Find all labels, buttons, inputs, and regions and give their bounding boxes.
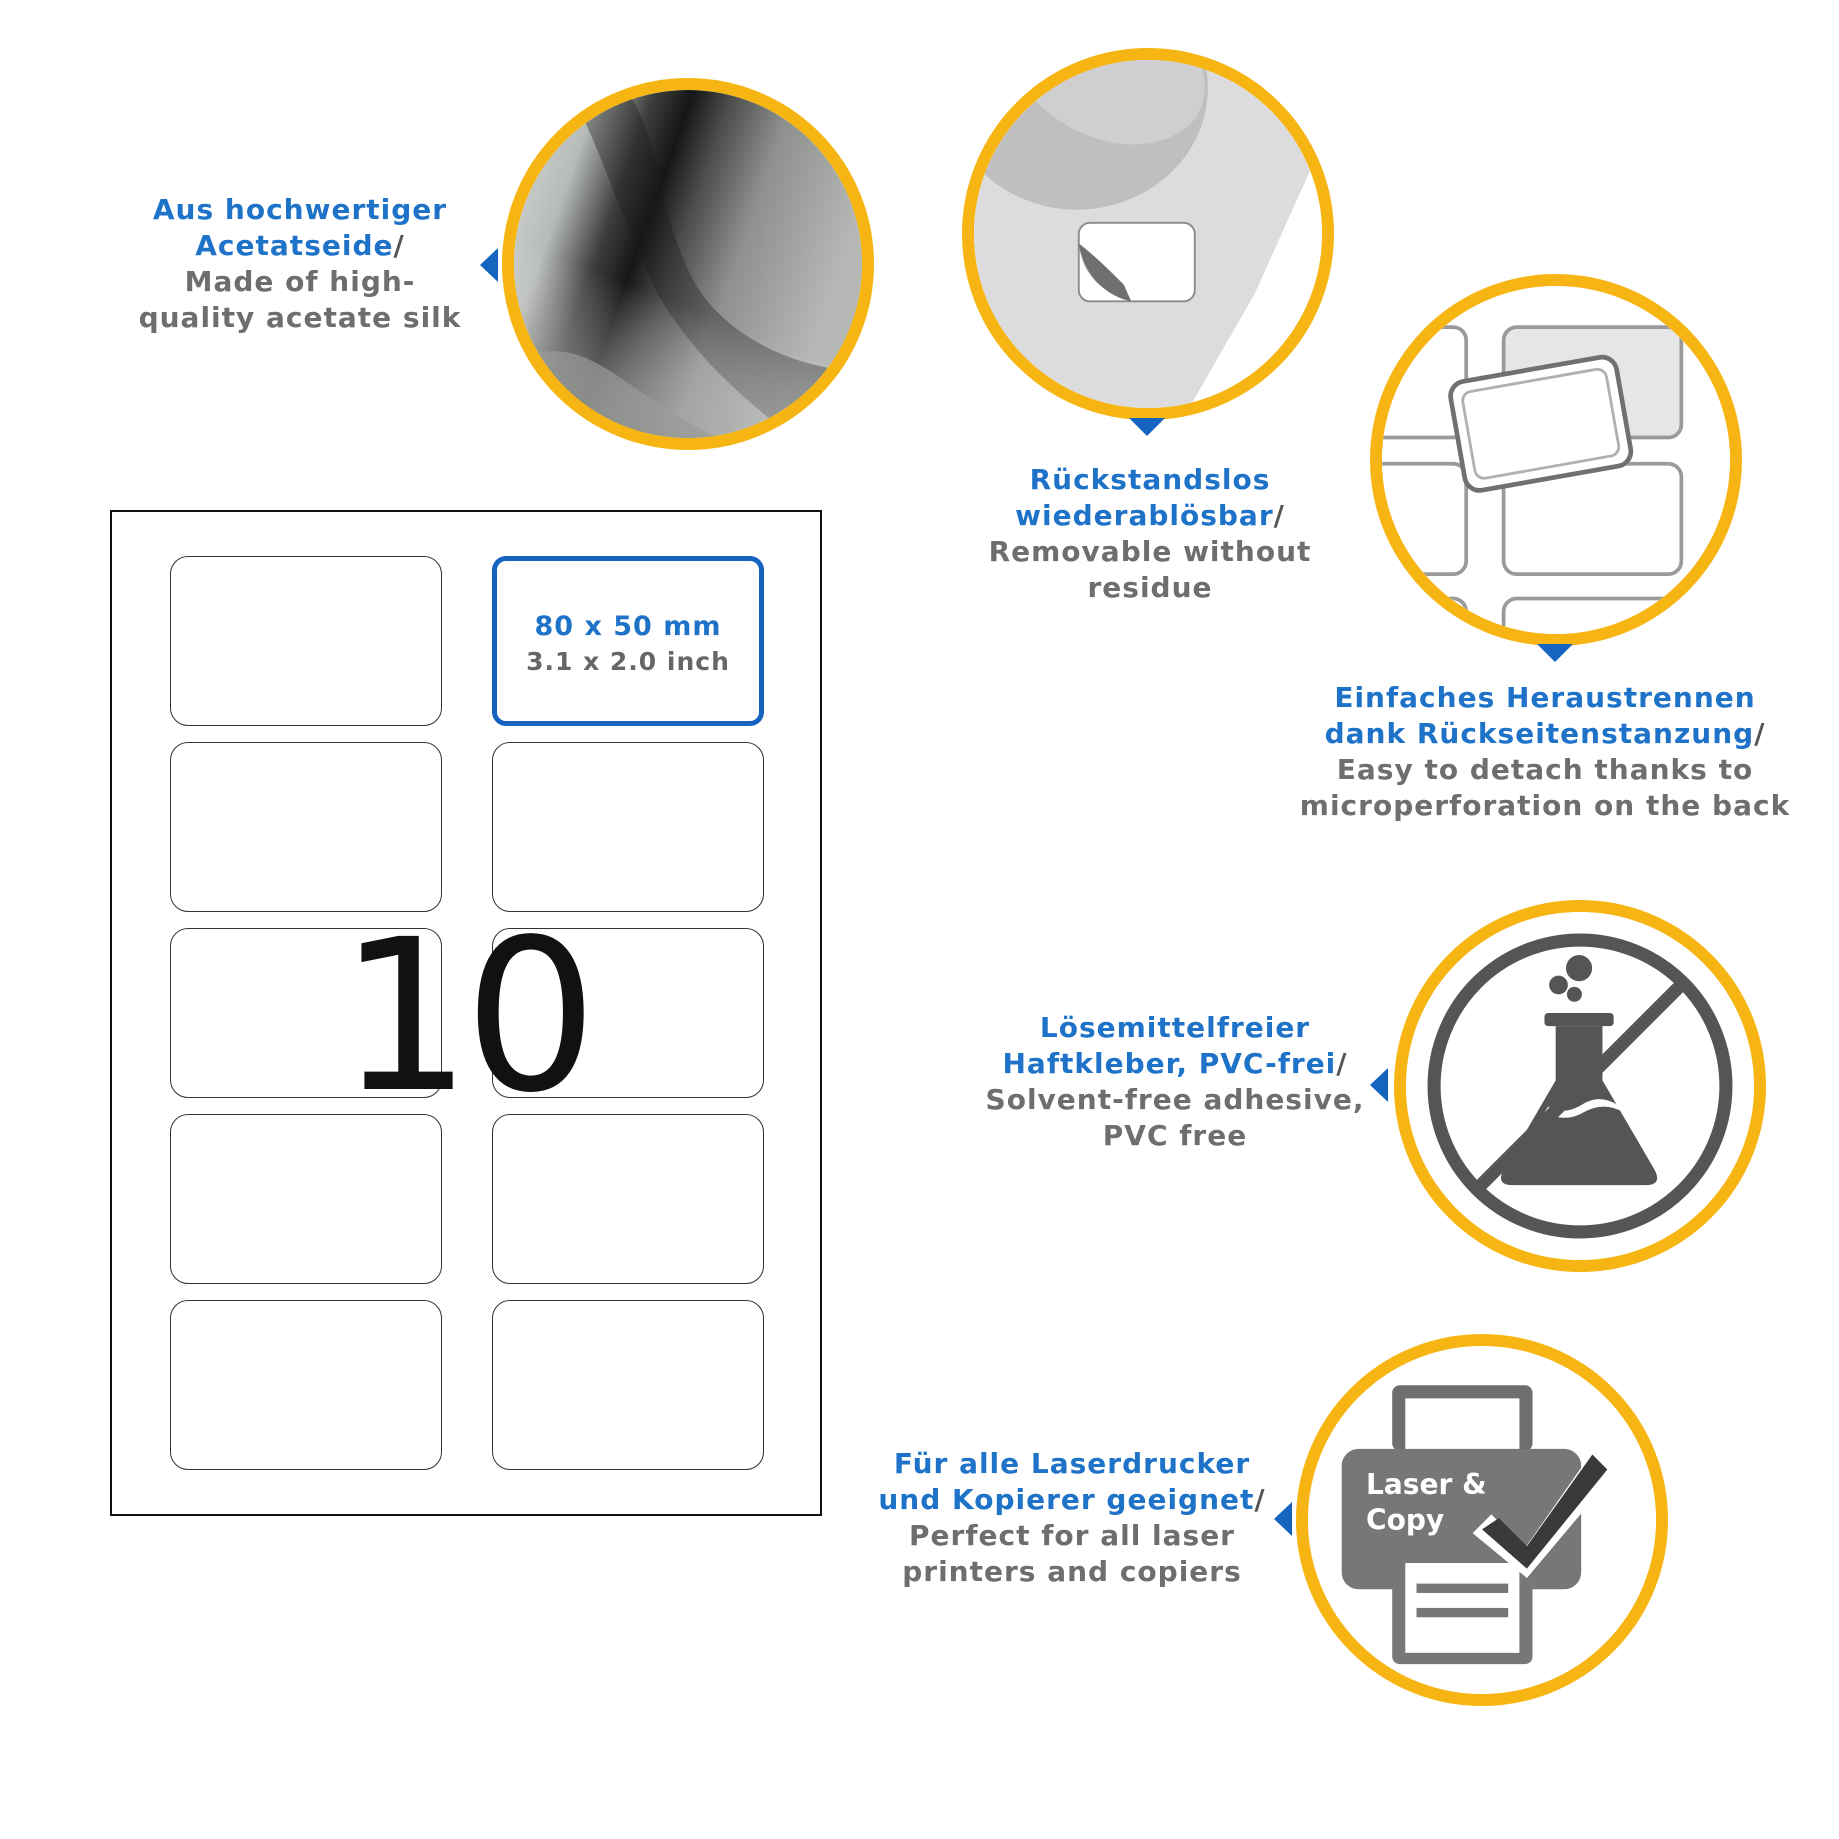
caption-en: Removable without residue [988, 535, 1312, 604]
label-cell [492, 1114, 764, 1284]
label-size-inch: 3.1 x 2.0 inch [526, 647, 730, 676]
feature-caption-silk: Aus hochwertiger Acetatseide/ Made of hi… [138, 193, 462, 334]
laser-printer-icon: Laser & Copy [1308, 1346, 1656, 1694]
label-cell [170, 556, 442, 726]
caption-en: Made of high-quality acetate silk [138, 265, 462, 334]
caption-de: Aus hochwertiger Acetatseide [152, 193, 448, 262]
no-chemicals-icon [1406, 912, 1754, 1260]
caption-de: Für alle Laserdrucker und Kopierer geeig… [878, 1447, 1255, 1516]
caption-de: Rückstandslos wiederablösbar [1015, 463, 1274, 532]
no-chemicals-circle [1394, 900, 1766, 1272]
tshirt-label-icon [974, 60, 1322, 408]
pointer-arrow [1274, 1502, 1292, 1536]
silk-fabric-icon [514, 90, 862, 438]
pointer-arrow [1537, 644, 1573, 662]
pointer-arrow [480, 248, 498, 282]
detached-label-icon [1448, 354, 1634, 493]
perforated-labels-icon [1382, 286, 1730, 634]
pointer-arrow [1370, 1068, 1388, 1102]
feature-caption-solvent-free: Lösemittelfreier Haftkleber, PVC-frei/ S… [985, 1011, 1365, 1152]
label-cell [170, 1300, 442, 1470]
label-cell [492, 1300, 764, 1470]
caption-en: Perfect for all laser printers and copie… [902, 1519, 1242, 1588]
label-cell-dimensions: 80 x 50 mm 3.1 x 2.0 inch [492, 556, 764, 726]
label-cell [170, 742, 442, 912]
feature-caption-perforation: Einfaches Heraustrennen dank Rückseitens… [1299, 681, 1791, 822]
caption-de: Lösemittelfreier Haftkleber, PVC-frei [1002, 1011, 1337, 1080]
caption-de: Einfaches Heraustrennen dank Rückseitens… [1324, 681, 1756, 750]
pointer-arrow [1129, 418, 1165, 436]
feature-caption-removable: Rückstandslos wiederablösbar/ Removable … [988, 463, 1312, 604]
perforated-labels-circle [1370, 274, 1742, 646]
silk-fabric-circle [502, 78, 874, 450]
feature-caption-laser: Für alle Laserdrucker und Kopierer geeig… [878, 1447, 1266, 1588]
printer-label-line1: Laser & [1366, 1468, 1487, 1501]
caption-en: Easy to detach thanks to microperforatio… [1299, 753, 1791, 822]
label-cell [492, 742, 764, 912]
caption-en: Solvent-free adhesive, PVC free [985, 1083, 1365, 1152]
peeling-label-icon [1077, 221, 1196, 303]
label-cell [170, 1114, 442, 1284]
checkmark-icon [1482, 1454, 1608, 1569]
tshirt-label-circle [962, 48, 1334, 420]
labels-per-sheet-count: 10 [338, 894, 597, 1139]
label-cell [492, 928, 764, 1098]
label-size-mm: 80 x 50 mm [534, 611, 722, 642]
label-sheet: 80 x 50 mm 3.1 x 2.0 inch 10 [110, 510, 822, 1516]
flask-icon [1500, 955, 1658, 1186]
label-cell [170, 928, 442, 1098]
laser-printer-circle: Laser & Copy [1296, 1334, 1668, 1706]
printer-label-line2: Copy [1366, 1503, 1444, 1536]
